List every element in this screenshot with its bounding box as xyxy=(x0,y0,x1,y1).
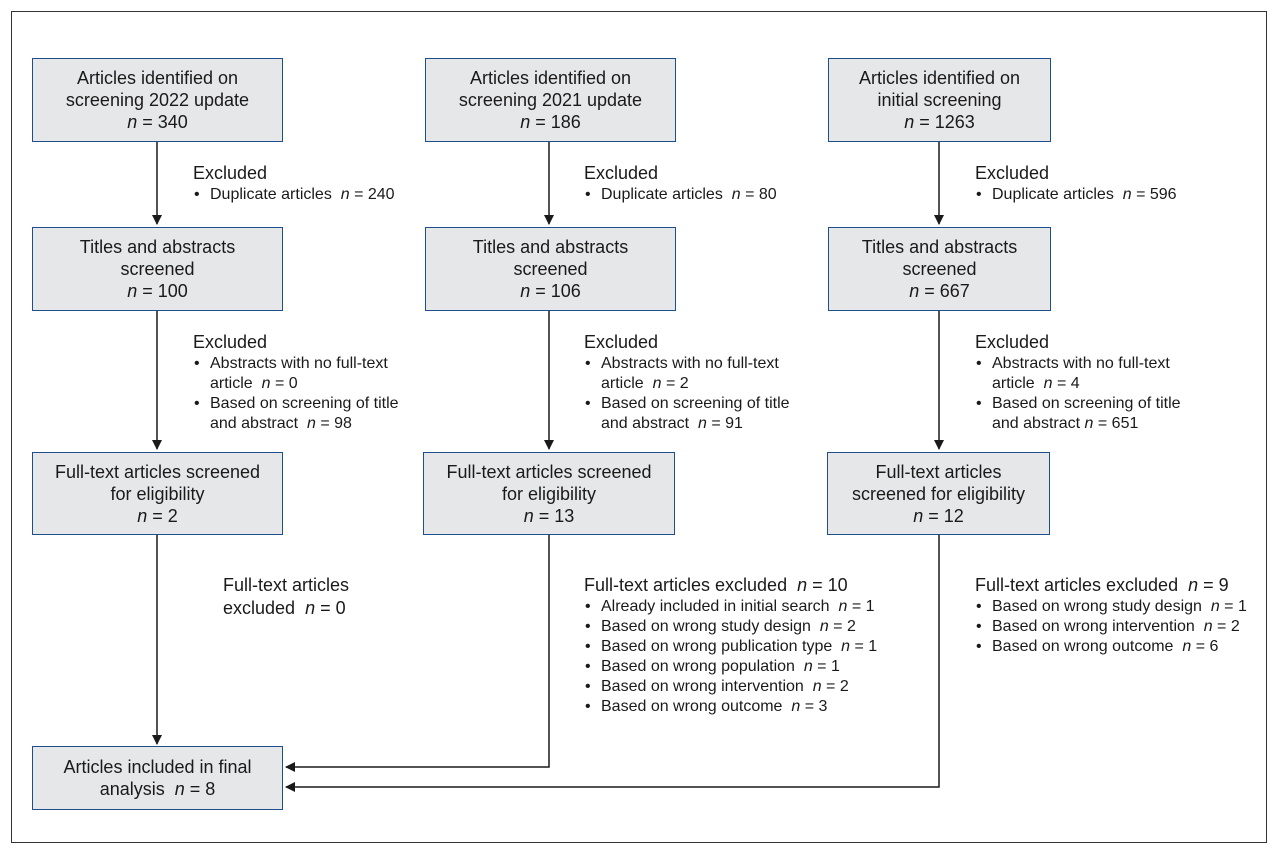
list-item: Based on wrong population n = 1 xyxy=(584,657,877,677)
list-item: Based on wrong intervention n = 2 xyxy=(584,677,877,697)
col3-exclusion3-note: Full-text articles excluded n = 9 Based … xyxy=(975,574,1247,657)
diagram-frame xyxy=(11,11,1267,843)
col3-screened-box: Titles and abstracts screened n = 667 xyxy=(828,227,1051,311)
col1-identified-box: Articles identified on screening 2022 up… xyxy=(32,58,283,142)
col1-fulltext-box: Full-text articles screened for eligibil… xyxy=(32,452,283,535)
list-item: Based on wrong publication type n = 1 xyxy=(584,637,877,657)
col2-exclusion2-note: Excluded Abstracts with no full-textarti… xyxy=(584,331,790,434)
arrow-col3-fulltext-to-final xyxy=(285,535,940,792)
col3-exclusion1-note: Excluded Duplicate articles n = 596 xyxy=(975,162,1177,205)
col2-identified-box: Articles identified on screening 2021 up… xyxy=(425,58,676,142)
list-item: Based on wrong study design n = 1 xyxy=(975,597,1247,617)
col1-exclusion2-note: Excluded Abstracts with no full-textarti… xyxy=(193,331,399,434)
col1-exclusion3-note: Full-text articles excluded n = 0 xyxy=(223,575,350,618)
list-item: Duplicate articles n = 80 xyxy=(584,185,777,205)
col3-fulltext-box: Full-text articles screened for eligibil… xyxy=(827,452,1050,535)
final-included-box: Articles included in final analysis n = … xyxy=(32,746,283,810)
col2-fulltext-box: Full-text articles screened for eligibil… xyxy=(423,452,675,535)
col2-screened-box: Titles and abstracts screened n = 106 xyxy=(425,227,676,311)
list-item: Based on wrong intervention n = 2 xyxy=(975,617,1247,637)
list-item: Duplicate articles n = 596 xyxy=(975,185,1177,205)
list-item: Based on wrong outcome n = 6 xyxy=(975,637,1247,657)
col2-exclusion1-note: Excluded Duplicate articles n = 80 xyxy=(584,162,777,205)
list-item: Based on wrong study design n = 2 xyxy=(584,617,877,637)
col2-exclusion3-note: Full-text articles excluded n = 10 Alrea… xyxy=(584,574,877,717)
list-item: Based on wrong outcome n = 3 xyxy=(584,697,877,717)
list-item: Duplicate articles n = 240 xyxy=(193,185,395,205)
col1-screened-box: Titles and abstracts screened n = 100 xyxy=(32,227,283,311)
col1-exclusion1-note: Excluded Duplicate articles n = 240 xyxy=(193,162,395,205)
list-item: Already included in initial search n = 1 xyxy=(584,597,877,617)
arrow-col2-fulltext-to-final xyxy=(285,535,550,772)
col3-identified-box: Articles identified on initial screening… xyxy=(828,58,1051,142)
col3-exclusion2-note: Excluded Abstracts with no full-textarti… xyxy=(975,331,1181,434)
